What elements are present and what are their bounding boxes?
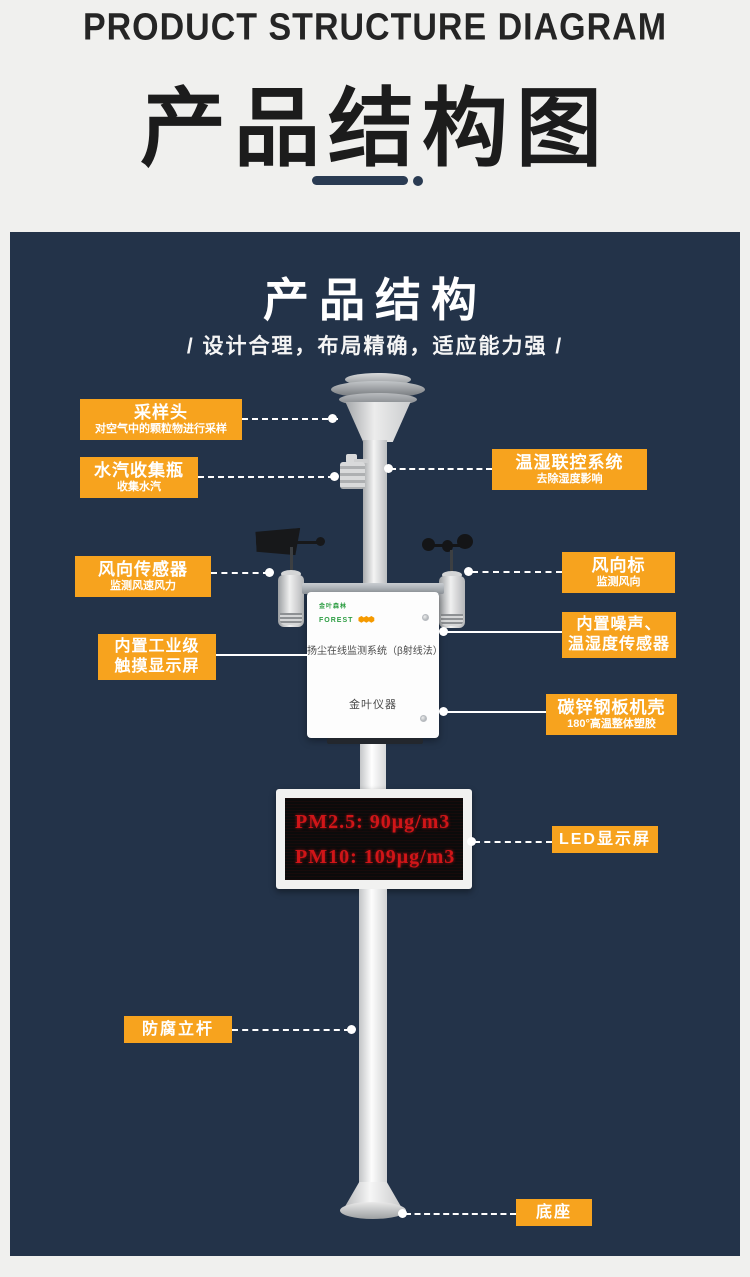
panel-subtitle: / 设计合理，布局精确，适应能力强 / xyxy=(186,335,564,358)
water-bottle-arm xyxy=(354,459,368,463)
anemometer-cup xyxy=(442,540,453,552)
forest-logo-cn: 金叶森林 xyxy=(319,604,348,610)
connector-dot xyxy=(330,472,339,481)
label-line2: 温湿度传感器 xyxy=(567,636,670,653)
label-subtitle: 收集水汽 xyxy=(117,481,161,494)
connector-dot xyxy=(439,627,448,636)
connector-water xyxy=(198,476,334,478)
sampling-head-cone xyxy=(345,402,411,442)
label-title: 防腐立杆 xyxy=(141,1021,214,1038)
wind-vane-arm xyxy=(296,541,320,544)
label-title: 采样头 xyxy=(134,403,188,422)
connector-dot xyxy=(347,1025,356,1034)
enclosure-title: 扬尘在线监测系统（β射线法） xyxy=(307,646,443,657)
connector-vane xyxy=(472,571,562,573)
label-title: 碳锌钢板机壳 xyxy=(557,698,666,717)
right-sensor-body xyxy=(439,576,465,628)
label-line1: 内置噪声、 xyxy=(576,616,662,633)
left-sensor-cap xyxy=(281,570,301,578)
connector-windsensor xyxy=(211,572,269,574)
label-noise-sensor: 内置噪声、 温湿度传感器 xyxy=(562,612,676,658)
connector-touchscreen xyxy=(216,654,308,656)
label-base: 底座 xyxy=(516,1199,592,1226)
label-subtitle: 监测风速风力 xyxy=(110,580,176,593)
label-water-bottle: 水汽收集瓶 收集水汽 xyxy=(80,457,198,498)
sampling-tube xyxy=(363,440,387,600)
connector-base xyxy=(405,1213,516,1215)
connector-dot xyxy=(439,707,448,716)
label-sampling-head: 采样头 对空气中的颗粒物进行采样 xyxy=(80,399,242,440)
connector-dot xyxy=(384,464,393,473)
led-pm10-value: PM10: 109μg/m3 xyxy=(295,846,456,868)
label-humidity-control: 温湿联控系统 去除湿度影响 xyxy=(492,449,647,490)
title-divider-dot xyxy=(413,176,423,186)
monitor-enclosure: 金叶森林 FOREST ⬢⬢⬢ 扬尘在线监测系统（β射线法） 金叶仪器 xyxy=(307,592,443,738)
connector-shell xyxy=(445,711,546,713)
anemometer-cup xyxy=(457,534,473,549)
label-subtitle: 对空气中的颗粒物进行采样 xyxy=(95,423,227,436)
forest-logo: 金叶森林 FOREST ⬢⬢⬢ xyxy=(319,604,375,627)
forest-logo-hex-icon: ⬢⬢⬢ xyxy=(357,615,375,625)
label-anticorrosion-pole: 防腐立杆 xyxy=(124,1016,232,1043)
led-display: PM2.5: 90μg/m3 PM10: 109μg/m3 xyxy=(276,789,472,889)
label-title: 风向传感器 xyxy=(98,560,188,579)
diagram-panel: 产品结构 / 设计合理，布局精确，适应能力强 / 金叶森林 FOREST ⬢⬢⬢ xyxy=(10,232,740,1256)
connector-dot xyxy=(328,414,337,423)
label-title: 风向标 xyxy=(591,556,646,575)
mounting-pole xyxy=(359,889,387,1185)
label-title: 水汽收集瓶 xyxy=(94,461,184,480)
enclosure-bracket xyxy=(327,738,423,744)
label-line2: 触摸显示屏 xyxy=(114,658,200,675)
label-wind-vane: 风向标 监测风向 xyxy=(562,552,675,593)
connector-noise xyxy=(445,631,562,633)
label-subtitle: 180°高温整体塑胶 xyxy=(567,718,656,731)
connector-dot xyxy=(467,837,476,846)
right-sensor-cap xyxy=(442,571,462,579)
label-title: 底座 xyxy=(535,1204,572,1221)
enclosure-brand: 金叶仪器 xyxy=(349,699,397,711)
base-plate xyxy=(340,1202,406,1219)
label-touch-screen: 内置工业级 触摸显示屏 xyxy=(98,634,216,680)
label-title: 温湿联控系统 xyxy=(515,453,624,472)
connector-sampling xyxy=(242,418,338,420)
panel-title: 产品结构 xyxy=(263,274,487,326)
anemometer-cup xyxy=(422,538,435,551)
english-title: PRODUCT STRUCTURE DIAGRAM xyxy=(82,5,668,49)
connector-dot xyxy=(464,567,473,576)
connector-pole xyxy=(232,1029,350,1031)
label-subtitle: 去除湿度影响 xyxy=(536,473,603,486)
connector-led xyxy=(474,841,552,843)
wind-vane-counterweight xyxy=(316,537,325,546)
wind-vane-spindle xyxy=(290,547,293,577)
label-title: LED显示屏 xyxy=(558,831,651,848)
screw-icon xyxy=(420,715,427,722)
led-screen: PM2.5: 90μg/m3 PM10: 109μg/m3 xyxy=(285,798,463,880)
label-subtitle: 监测风向 xyxy=(596,576,641,589)
connector-dot xyxy=(265,568,274,577)
label-steel-shell: 碳锌钢板机壳 180°高温整体塑胶 xyxy=(546,694,677,735)
wind-vane-flag xyxy=(255,528,301,557)
pole-upper-segment xyxy=(360,744,386,790)
forest-logo-en: FOREST xyxy=(319,617,354,625)
water-bottle-cap xyxy=(346,454,357,463)
screw-icon xyxy=(422,614,429,621)
water-bottle-graphic xyxy=(340,462,365,489)
title-divider-bar xyxy=(312,176,408,185)
label-wind-sensor: 风向传感器 监测风速风力 xyxy=(75,556,211,597)
connector-dot xyxy=(398,1209,407,1218)
label-led-screen: LED显示屏 xyxy=(552,826,658,853)
label-line1: 内置工业级 xyxy=(114,638,200,655)
anemometer-spindle xyxy=(450,550,453,578)
led-pm25-value: PM2.5: 90μg/m3 xyxy=(295,811,451,833)
connector-humidity xyxy=(390,468,492,470)
enclosure-lid xyxy=(302,583,444,594)
left-sensor-body xyxy=(278,575,304,627)
page-title: 产品结构图 xyxy=(140,81,610,177)
